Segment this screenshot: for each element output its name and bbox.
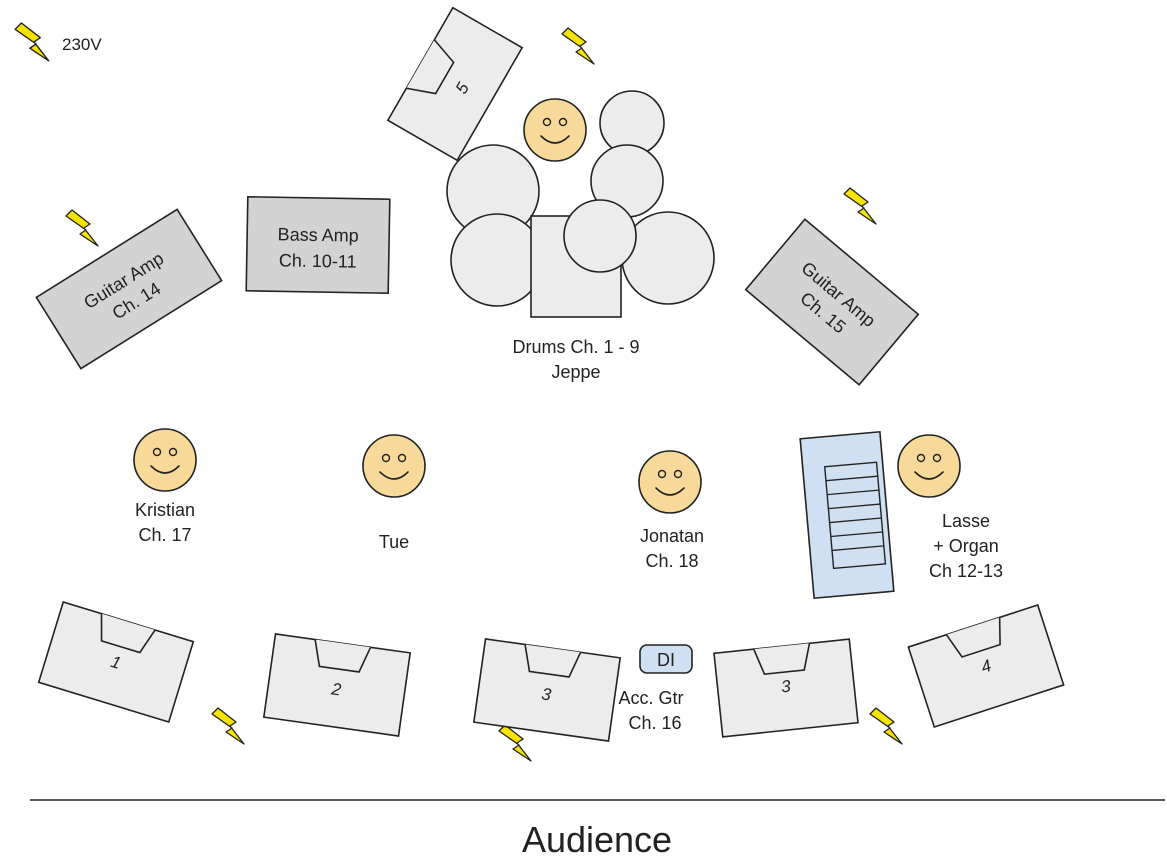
floor-monitor: 1 bbox=[37, 600, 195, 724]
di-instrument: Acc. Gtr bbox=[618, 688, 683, 708]
bass-amp-line1: Bass Amp bbox=[277, 224, 358, 245]
floor-monitor: 2 bbox=[262, 633, 412, 737]
drum bbox=[563, 199, 637, 273]
floor-monitor: 3 bbox=[713, 638, 859, 738]
di-label: DI bbox=[657, 650, 675, 670]
floor-monitor-number: 3 bbox=[780, 677, 792, 697]
drum-kit: Drums Ch. 1 - 9 Jeppe bbox=[446, 90, 715, 382]
jonatan-name: Jonatan bbox=[640, 526, 704, 546]
musician-face-icon bbox=[638, 450, 702, 514]
floor-monitor: 3 bbox=[472, 638, 622, 742]
power-bolt-icon bbox=[869, 707, 903, 745]
lasse-channel: Ch 12-13 bbox=[929, 561, 1003, 581]
power-legend: 230V bbox=[14, 22, 102, 62]
di-box: DI Acc. Gtr Ch. 16 bbox=[618, 644, 693, 733]
floor-monitor-number: 2 bbox=[329, 679, 343, 699]
drum bbox=[450, 213, 544, 307]
floor-monitor: 4 bbox=[907, 604, 1065, 728]
power-bolt-icon bbox=[498, 724, 532, 762]
drums-label: Drums Ch. 1 - 9 bbox=[512, 337, 639, 357]
power-bolt-icon bbox=[14, 22, 50, 62]
musician-face-icon bbox=[523, 98, 587, 162]
power-bolt-icon bbox=[561, 27, 595, 65]
guitar-amp-right: Guitar Amp Ch. 15 bbox=[744, 218, 920, 386]
musician-face-icon bbox=[897, 434, 961, 498]
lasse-name: Lasse bbox=[942, 511, 990, 531]
kristian-channel: Ch. 17 bbox=[138, 525, 191, 545]
drum bbox=[621, 211, 715, 305]
tue-name: Tue bbox=[379, 532, 409, 552]
riser-monitor: 5 bbox=[386, 6, 524, 162]
power-bolt-icon bbox=[65, 209, 99, 247]
floor-monitor-number: 3 bbox=[540, 684, 553, 704]
musician-face-icon bbox=[133, 428, 197, 492]
lasse-organ: + Organ bbox=[933, 536, 999, 556]
organ bbox=[799, 430, 895, 600]
power-bolt-icon bbox=[843, 187, 877, 225]
kristian-name: Kristian bbox=[135, 500, 195, 520]
musician-face-icon bbox=[362, 434, 426, 498]
audience-label: Audience bbox=[522, 819, 672, 860]
jonatan-channel: Ch. 18 bbox=[645, 551, 698, 571]
bass-amp: Bass Amp Ch. 10-11 bbox=[245, 195, 391, 295]
di-channel: Ch. 16 bbox=[628, 713, 681, 733]
guitar-amp-left: Guitar Amp Ch. 14 bbox=[35, 208, 223, 370]
power-bolt-icon bbox=[211, 707, 245, 745]
drummer-name: Jeppe bbox=[551, 362, 600, 382]
power-label: 230V bbox=[62, 35, 102, 54]
bass-amp-line2: Ch. 10-11 bbox=[279, 250, 357, 271]
